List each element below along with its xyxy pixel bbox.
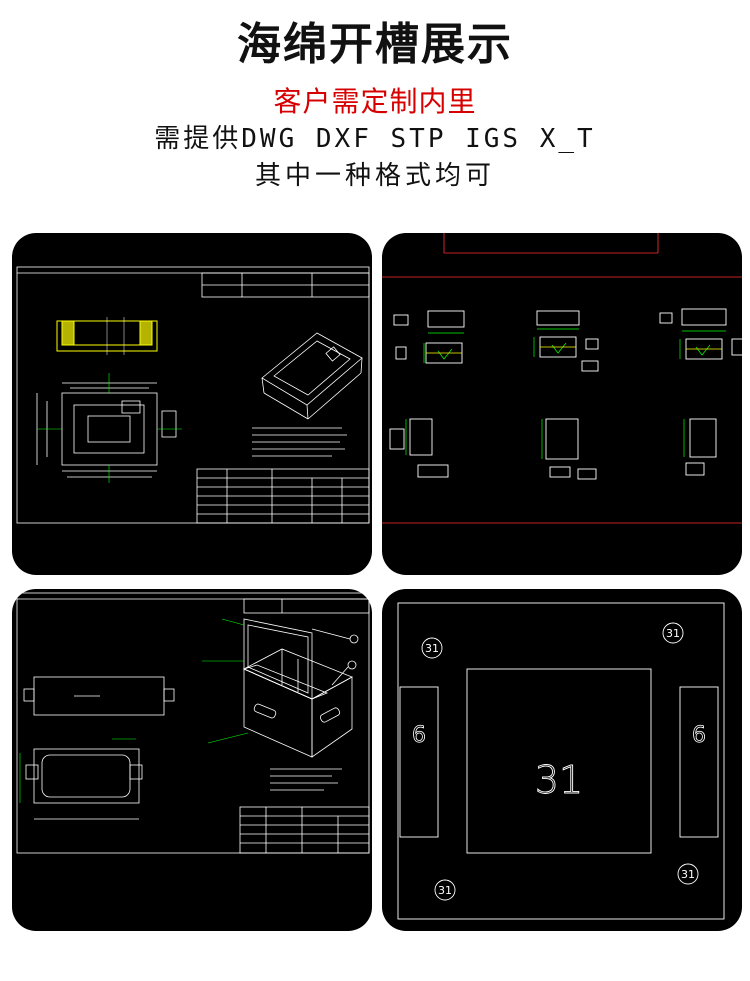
file-formats-line: 需提供DWG DXF STP IGS X_T <box>154 124 596 154</box>
cad-drawing-2 <box>382 233 742 524</box>
cad-drawing-panel-2[interactable] <box>382 233 742 575</box>
corner-label-1: 31 <box>425 642 439 655</box>
cad-drawing-panel-1[interactable] <box>12 233 372 575</box>
cad-drawing-1 <box>16 266 370 524</box>
right-slot-label: 6 <box>692 723 706 748</box>
cad-drawing-3 <box>16 592 370 854</box>
corner-label-2: 31 <box>666 627 680 640</box>
page-title: 海绵开槽展示 <box>237 19 513 70</box>
cad-drawing-panel-3[interactable] <box>12 589 372 931</box>
foam-slot-drawing: 31 6 6 31 31 31 31 <box>397 602 725 920</box>
right-slot <box>679 686 719 838</box>
center-slot-label: 31 <box>535 758 583 802</box>
corner-label-4: 31 <box>681 868 695 881</box>
corner-label-3: 31 <box>438 884 452 897</box>
foam-slot-layout-panel[interactable]: 31 6 6 31 31 31 31 <box>382 589 742 931</box>
left-slot-label: 6 <box>412 723 426 748</box>
left-slot <box>399 686 439 838</box>
format-note-line: 其中一种格式均可 <box>254 161 495 191</box>
center-slot <box>466 668 652 854</box>
custom-lining-note: 客户需定制内里 <box>273 85 477 118</box>
